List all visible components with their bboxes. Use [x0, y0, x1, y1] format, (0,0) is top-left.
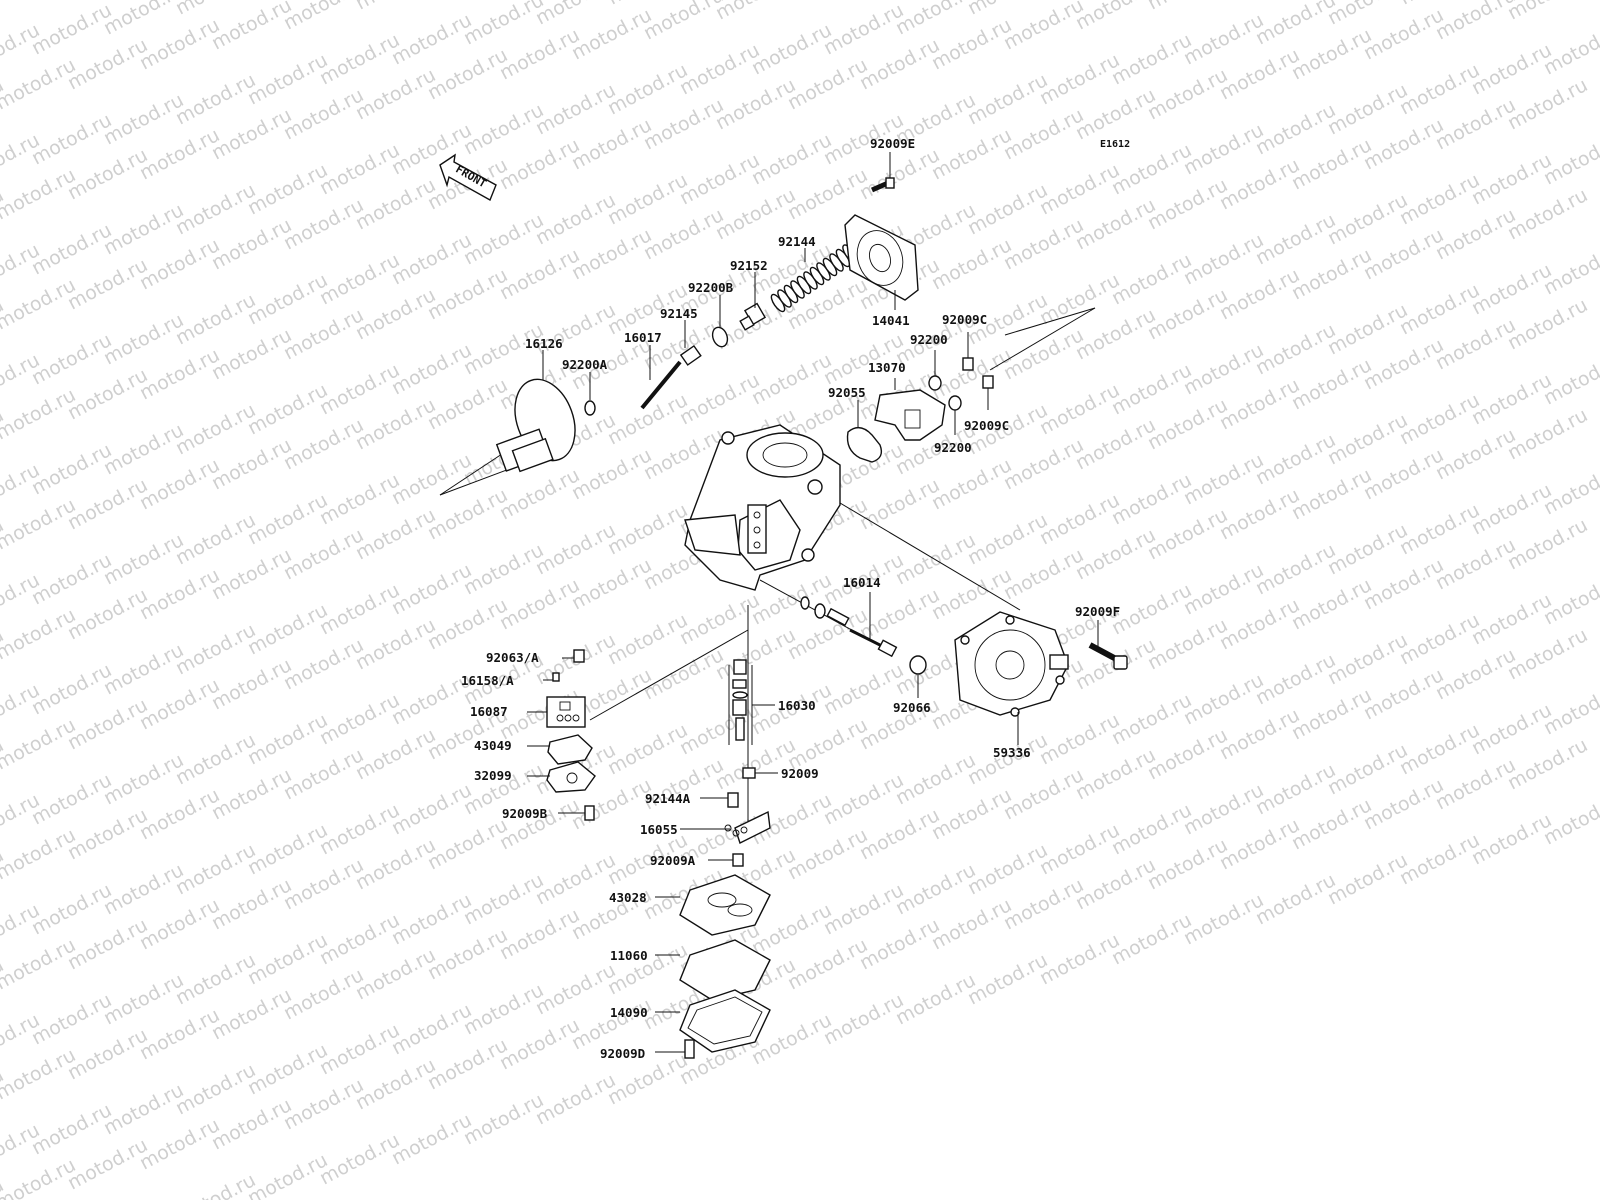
label-16017: 16017 — [624, 330, 662, 345]
label-92009a: 92009A — [650, 853, 696, 868]
label-16014: 16014 — [843, 575, 881, 590]
part-16014-pilot-screw — [800, 596, 898, 658]
label-11060: 11060 — [610, 948, 648, 963]
part-16055-plate — [724, 810, 771, 844]
label-92009b: 92009B — [502, 806, 548, 821]
part-43049-gasket — [547, 734, 593, 765]
label-16030: 16030 — [778, 698, 816, 713]
part-92009c-screw-upper — [962, 357, 974, 371]
part-92145-spring — [679, 344, 702, 366]
leader-lines — [527, 152, 1099, 1053]
label-16158a: 16158/A — [461, 673, 514, 688]
part-32099-plate — [546, 761, 596, 793]
label-92009c-lower: 92009C — [964, 418, 1009, 433]
label-92009d: 92009D — [600, 1046, 645, 1061]
part-92144-spring — [770, 244, 857, 313]
label-13070: 13070 — [868, 360, 906, 375]
part-14090-cover — [679, 989, 771, 1053]
part-92066-plug — [909, 655, 927, 675]
part-92200b-washer — [711, 326, 729, 348]
part-11060-gasket — [679, 939, 771, 1001]
part-92063a-plug — [573, 649, 585, 663]
diagram-code: E1612 — [1100, 139, 1130, 150]
carburetor-body — [684, 424, 841, 591]
part-59336-fuel-pump — [954, 611, 1069, 717]
part-92009c-screw-lower — [982, 375, 994, 389]
label-43049: 43049 — [474, 738, 512, 753]
part-16158a-jet — [552, 672, 560, 682]
label-16087: 16087 — [470, 704, 508, 719]
label-92009c-upper: 92009C — [942, 312, 987, 327]
label-92200-lower: 92200 — [934, 440, 972, 455]
label-92066: 92066 — [893, 700, 931, 715]
part-92144a-spring — [727, 792, 739, 808]
label-92009e: 92009E — [870, 136, 915, 151]
part-92009b-screw — [584, 805, 595, 821]
label-92200a: 92200A — [562, 357, 608, 372]
part-16017-needle — [640, 360, 682, 410]
part-16087-kit — [546, 696, 586, 728]
watermark-text: motod.ru — [0, 1174, 7, 1200]
part-92055-gasket — [846, 427, 883, 463]
label-59336: 59336 — [993, 745, 1031, 760]
label-92055: 92055 — [828, 385, 866, 400]
part-92200-washer-lower — [948, 395, 962, 411]
label-32099: 32099 — [474, 768, 512, 783]
front-arrow-icon: FRONT — [439, 153, 497, 202]
part-92009d-screw — [684, 1039, 695, 1059]
label-14090: 14090 — [610, 1005, 648, 1020]
part-92009f-bolt — [1088, 642, 1128, 670]
label-92009: 92009 — [781, 766, 819, 781]
part-92009-screw — [742, 767, 756, 779]
part-92200a-washer — [584, 400, 596, 416]
part-16030-jet — [728, 659, 753, 745]
part-16126-cover — [495, 378, 576, 473]
label-43028: 43028 — [609, 890, 647, 905]
part-92009a-screw — [732, 853, 744, 867]
part-labels: 92009E 92144 92152 92200B 92145 16017 16… — [461, 136, 1120, 1061]
label-16126: 16126 — [525, 336, 563, 351]
part-13070-bracket — [874, 389, 946, 441]
part-43028-gasket — [679, 874, 771, 936]
label-92200-upper: 92200 — [910, 332, 948, 347]
label-92009f: 92009F — [1075, 604, 1120, 619]
label-92152: 92152 — [730, 258, 768, 273]
part-92009e-screw — [870, 177, 895, 193]
label-92144a: 92144A — [645, 791, 691, 806]
part-92152-plug — [739, 302, 767, 331]
label-16055: 16055 — [640, 822, 678, 837]
label-92145: 92145 — [660, 306, 698, 321]
label-92063a: 92063/A — [486, 650, 539, 665]
label-14041: 14041 — [872, 313, 910, 328]
part-92200-washer-upper — [928, 375, 942, 391]
part-14041-cover — [844, 214, 919, 301]
label-92200b: 92200B — [688, 280, 734, 295]
label-92144: 92144 — [778, 234, 816, 249]
